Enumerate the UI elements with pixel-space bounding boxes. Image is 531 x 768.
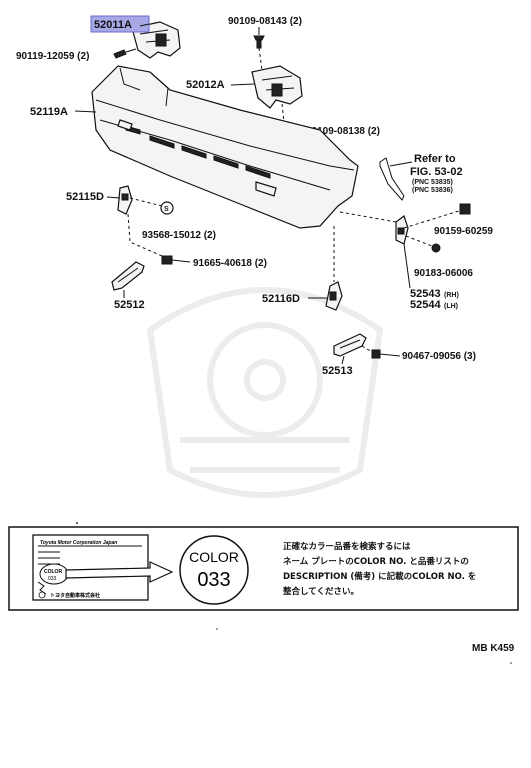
plate-color: COLOR bbox=[44, 569, 62, 575]
refer-to-line2[interactable]: FIG. 53-02 bbox=[410, 166, 463, 178]
label-93568-15012[interactable]: 93568-15012 (2) bbox=[142, 230, 216, 241]
extension-52513[interactable] bbox=[333, 333, 367, 357]
label-90119-12059[interactable]: 90119-12059 (2) bbox=[16, 51, 89, 62]
label-52116d[interactable]: 52116D bbox=[262, 293, 300, 305]
stray-dot bbox=[76, 522, 78, 524]
retainer-52543-52544[interactable] bbox=[395, 215, 409, 245]
reference-part-53835[interactable] bbox=[379, 157, 413, 201]
label-90109-08138[interactable]: 90109-08138 (2) bbox=[306, 126, 380, 137]
stray-dot-2 bbox=[216, 628, 218, 630]
front-bumper-cover-52119a[interactable] bbox=[91, 65, 359, 229]
watermark-logo bbox=[146, 287, 384, 498]
plate-brand: Toyota Motor Corporation Japan bbox=[40, 540, 117, 546]
label-52544[interactable]: 52544 bbox=[410, 299, 441, 311]
clip-90467-09056[interactable] bbox=[371, 349, 401, 359]
plate-maker: トヨタ自動車株式会社 bbox=[50, 592, 100, 599]
stray-dot-3 bbox=[510, 662, 512, 664]
svg-text:S: S bbox=[164, 206, 169, 213]
clip-93568-15012[interactable]: S bbox=[160, 201, 174, 215]
note-line-1: 正確なカラー品番を検索するには bbox=[283, 541, 411, 552]
refer-pnc2: (PNC 53836) bbox=[412, 187, 453, 194]
bracket-52012a[interactable] bbox=[251, 65, 303, 109]
color-circle: COLOR 033 bbox=[179, 535, 249, 605]
diagram-code: MB K459 bbox=[472, 643, 515, 654]
label-90183-06006[interactable]: 90183-06006 bbox=[414, 268, 473, 279]
label-52012a[interactable]: 52012A bbox=[186, 79, 225, 91]
nut-90159-60259[interactable] bbox=[459, 203, 471, 215]
label-52513[interactable]: 52513 bbox=[322, 365, 353, 377]
refer-to-line1[interactable]: Refer to bbox=[414, 153, 456, 165]
label-90159-60259[interactable]: 90159-60259 bbox=[434, 226, 493, 237]
label-52115d[interactable]: 52115D bbox=[66, 191, 104, 203]
name-plate: Toyota Motor Corporation Japan COLOR 033… bbox=[32, 534, 149, 601]
screw-91665-40618[interactable] bbox=[161, 255, 191, 265]
label-52543-rh: (RH) bbox=[444, 292, 459, 299]
label-52011a[interactable]: 52011A bbox=[94, 19, 132, 31]
refer-pnc1: (PNC 53835) bbox=[412, 179, 453, 186]
circle-word: COLOR bbox=[189, 549, 239, 565]
label-52119a[interactable]: 52119A bbox=[30, 106, 68, 118]
label-52543[interactable]: 52543 bbox=[410, 288, 441, 300]
bolt-90119-12059[interactable] bbox=[113, 48, 137, 59]
circle-code: 033 bbox=[197, 569, 230, 591]
label-52544-lh: (LH) bbox=[444, 303, 458, 310]
clip-90183-06006[interactable] bbox=[431, 243, 441, 253]
color-note-box: Toyota Motor Corporation Japan COLOR 033… bbox=[8, 526, 519, 611]
label-90467-09056[interactable]: 90467-09056 (3) bbox=[402, 351, 476, 362]
arrow-icon bbox=[65, 561, 174, 583]
note-line-2: ネーム プレートのCOLOR NO. と品番リストの bbox=[283, 556, 469, 567]
note-line-4: 整合してください。 bbox=[283, 586, 359, 597]
retainer-52116d[interactable] bbox=[325, 281, 343, 311]
label-91665-40618[interactable]: 91665-40618 (2) bbox=[193, 258, 267, 269]
note-line-3: DESCRIPTION (備考) に記載のCOLOR NO. を bbox=[283, 571, 476, 582]
extension-52512[interactable] bbox=[111, 261, 145, 291]
plate-code: 033 bbox=[48, 576, 57, 582]
label-52512[interactable]: 52512 bbox=[114, 299, 145, 311]
retainer-52115d[interactable] bbox=[117, 185, 133, 215]
label-90109-08143[interactable]: 90109-08143 (2) bbox=[228, 16, 302, 27]
bolt-90109-08143[interactable] bbox=[253, 35, 265, 49]
